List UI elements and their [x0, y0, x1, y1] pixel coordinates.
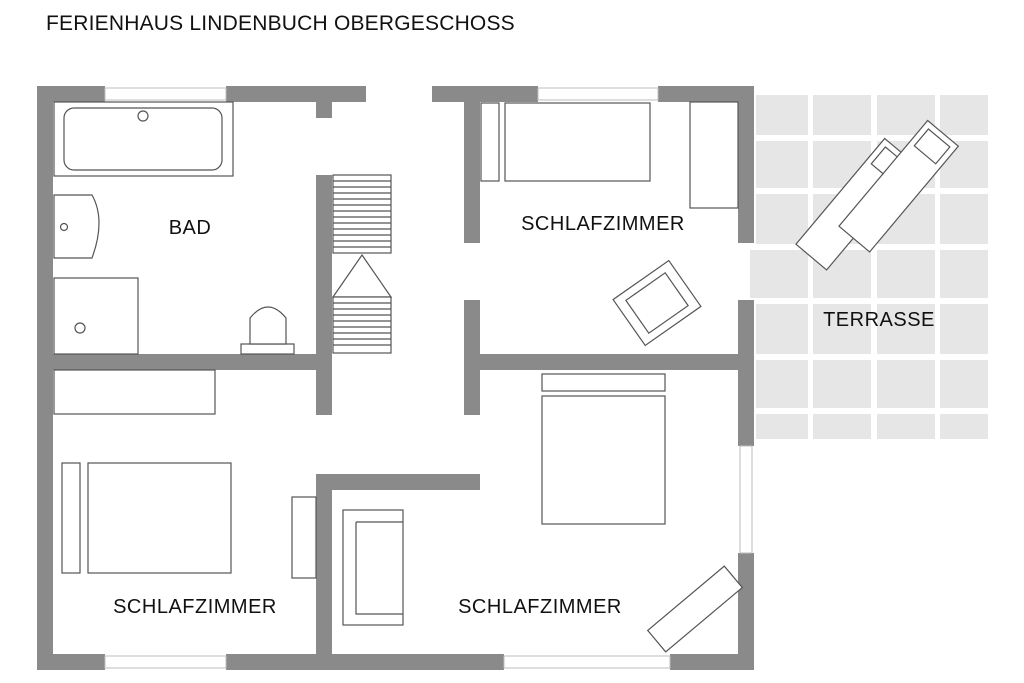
walls	[37, 86, 754, 670]
washbasin-icon	[53, 194, 100, 259]
sofa-icon	[342, 509, 404, 626]
room-label-schlafzimmer-top-right: SCHLAFZIMMER	[521, 213, 685, 235]
sun-lounger-icon	[795, 119, 960, 271]
armchair-icon	[612, 259, 702, 347]
shelf-icon	[53, 369, 216, 415]
bed-icon	[541, 373, 666, 525]
wardrobe-icon	[291, 496, 317, 579]
plan-title: FERIENHAUS LINDENBUCH OBERGESCHOSS	[46, 12, 515, 35]
room-label-schlafzimmer-bottom-left: SCHLAFZIMMER	[113, 596, 277, 618]
bathtub-icon	[53, 101, 234, 177]
staircase-icon	[331, 174, 393, 354]
room-label-schlafzimmer-bottom-middle: SCHLAFZIMMER	[458, 596, 622, 618]
room-label-bad: BAD	[169, 217, 212, 239]
desk-icon	[646, 565, 744, 653]
bed-icon	[480, 102, 651, 182]
toilet-icon	[240, 306, 295, 355]
room-label-terrasse: TERRASSE	[823, 309, 935, 331]
wardrobe-icon	[689, 101, 739, 209]
bed-icon	[61, 462, 232, 574]
shower-icon	[53, 277, 139, 355]
windows	[104, 87, 753, 669]
